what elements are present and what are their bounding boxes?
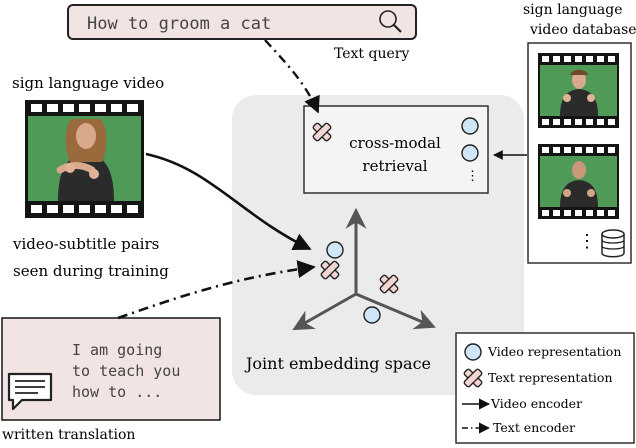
embedding-video-point-1 — [326, 241, 344, 259]
retrieval-line1: cross-modal — [349, 134, 441, 152]
translation-line1: I am going — [72, 341, 162, 359]
embedding-axes — [292, 207, 436, 331]
cross-modal-retrieval-box: cross-modal retrieval ⋮ — [303, 105, 489, 194]
text-query-box[interactable]: How to groom a cat — [67, 4, 417, 40]
text-query-caption: Text query — [334, 46, 409, 62]
legend-text-enc: Text encoder — [493, 420, 575, 435]
database-caption-line2: video database — [529, 22, 636, 38]
database-icon — [601, 229, 625, 258]
legend-video-enc: Video encoder — [490, 396, 582, 411]
legend-text-rep-marker — [463, 368, 483, 388]
legend-box: Video representation Text representation… — [455, 332, 635, 444]
translation-caption: written translation — [2, 427, 135, 443]
legend-video-rep-marker — [464, 343, 482, 361]
embedding-caption: Joint embedding space — [244, 354, 431, 373]
database-caption-line1: sign language — [523, 2, 623, 18]
text-encoder-arrow — [117, 260, 316, 320]
retrieval-circle-marker-1 — [461, 117, 479, 135]
retrieval-cross-marker — [312, 122, 332, 142]
embedding-text-point-1 — [320, 260, 340, 280]
legend-text-rep: Text representation — [488, 370, 613, 385]
input-video-filmstrip — [25, 100, 144, 218]
database-more: ⋮ — [578, 231, 596, 252]
training-caption-line2: seen during training — [13, 262, 169, 280]
embedding-text-point-2 — [379, 274, 399, 294]
speech-bubble-icon — [7, 372, 53, 411]
translation-line2: to teach you — [72, 362, 180, 380]
legend-video-rep: Video representation — [487, 344, 621, 359]
query-text: How to groom a cat — [87, 14, 271, 34]
retrieval-line2: retrieval — [362, 157, 427, 175]
embedding-video-point-2 — [363, 306, 381, 324]
signer-figure — [56, 119, 114, 201]
translation-line3: how to ... — [72, 383, 162, 401]
retrieval-more: ⋮ — [466, 169, 479, 184]
video-encoder-arrow — [145, 152, 312, 251]
search-icon[interactable] — [379, 10, 402, 33]
written-translation-box: I am going to teach you how to ... — [1, 317, 221, 421]
video-database-panel: ⋮ — [527, 42, 632, 264]
retrieval-circle-marker-2 — [461, 144, 479, 162]
database-video-1[interactable] — [538, 53, 619, 128]
input-video-caption: sign language video — [12, 74, 164, 92]
query-to-retrieval-arrow — [264, 39, 320, 114]
database-video-2[interactable] — [538, 144, 619, 219]
training-caption-line1: video-subtitle pairs — [12, 235, 159, 253]
